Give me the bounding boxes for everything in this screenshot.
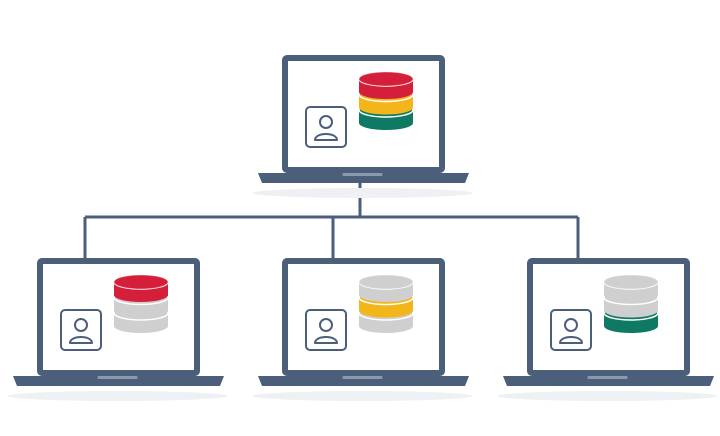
user-icon <box>305 309 347 351</box>
user-icon <box>305 106 347 148</box>
laptop-notch <box>342 376 383 379</box>
database-icon <box>358 71 414 130</box>
laptop-client-1 <box>7 258 228 401</box>
laptop-notch <box>342 173 383 176</box>
laptop-base <box>503 376 714 386</box>
laptop-base <box>13 376 224 386</box>
database-icon <box>358 274 414 333</box>
database-icon <box>113 274 169 333</box>
connector-lines <box>83 172 580 261</box>
laptop-server <box>252 55 473 198</box>
user-icon <box>550 309 592 351</box>
laptop-client-2 <box>252 258 473 401</box>
user-icon <box>60 309 102 351</box>
laptop-notch <box>587 376 628 379</box>
laptop-base <box>258 173 469 183</box>
database-icon <box>603 274 659 333</box>
laptop-nodes <box>7 55 718 401</box>
laptop-base <box>258 376 469 386</box>
laptop-client-3 <box>497 258 718 401</box>
laptop-notch <box>97 376 138 379</box>
